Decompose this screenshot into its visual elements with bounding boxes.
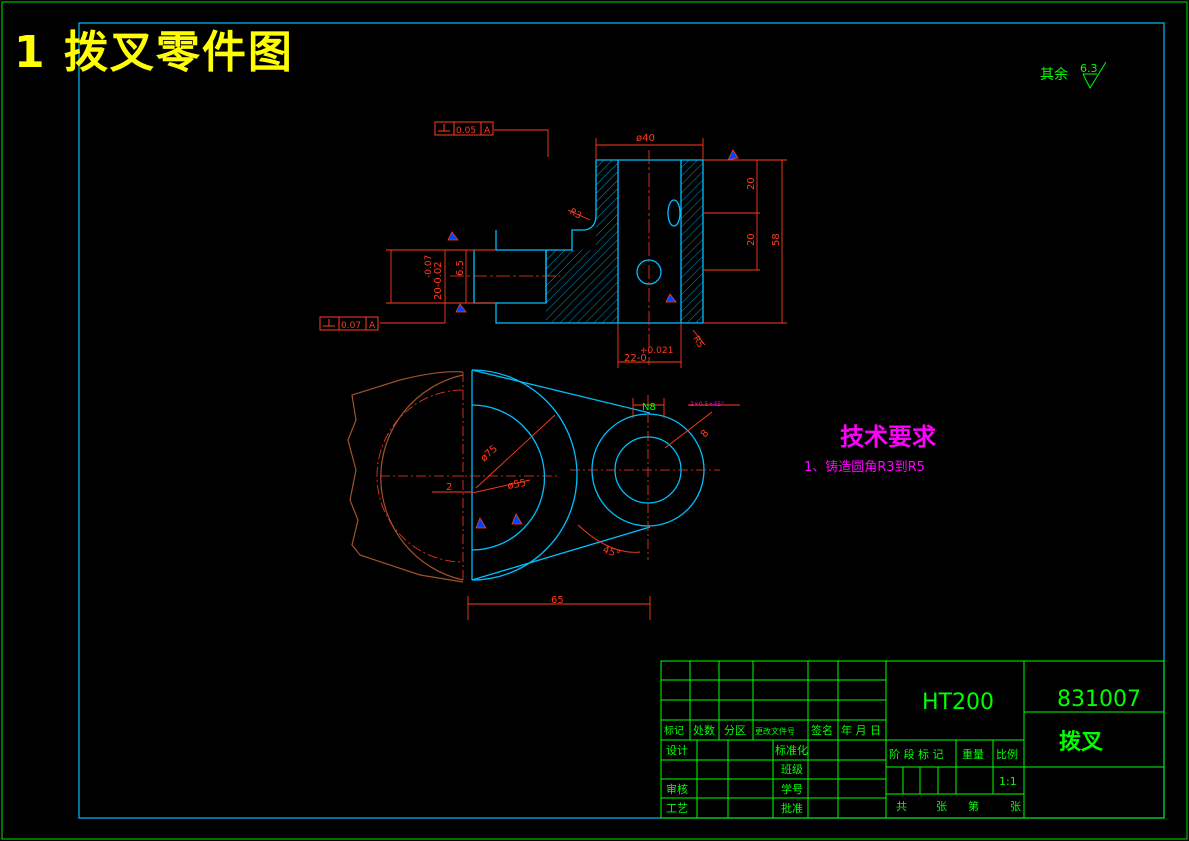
tech-req-item-1: 1、铸造圆角R3到R5 (804, 459, 925, 475)
hatched-wall-right (681, 160, 703, 323)
break-outline (347, 371, 464, 583)
svg-text:共: 共 (896, 800, 907, 813)
svg-text:学号: 学号 (781, 782, 803, 796)
hatched-wall-left (596, 160, 618, 323)
svg-text:比例: 比例 (996, 747, 1018, 761)
svg-text:22-0: 22-0 (624, 353, 647, 364)
svg-text:设计: 设计 (666, 744, 688, 757)
svg-text:张: 张 (1010, 800, 1021, 813)
tolerance-frame-lower: 0.07 A (319, 316, 379, 331)
svg-text:标准化: 标准化 (775, 743, 808, 757)
technical-requirements: 技术要求 1、铸造圆角R3到R5 (804, 423, 936, 475)
title-block (660, 660, 1165, 819)
svg-text:张: 张 (936, 800, 947, 813)
svg-text:A: A (369, 321, 376, 331)
top-view: ø75 ø55 2 65 N8 8 45° 2×0.5×45° (347, 369, 740, 620)
phi55-label: ø55 (507, 478, 527, 492)
section-view (450, 150, 704, 365)
svg-text:批准: 批准 (781, 801, 803, 815)
svg-text:0.07: 0.07 (341, 321, 361, 331)
svg-text:1:1: 1:1 (999, 775, 1017, 788)
n8-label: N8 (642, 402, 656, 413)
angle-label: 45° (601, 544, 621, 560)
surface-roughness-note: 其余 6.3 (1040, 61, 1107, 90)
svg-text:班级: 班级 (781, 763, 803, 776)
svg-text:重量: 重量 (962, 747, 984, 761)
title-block-text: HT200 831007 拨叉 标记 处数 分区 更改文件号 签名 年 月 日 … (664, 687, 1141, 815)
svg-text:第: 第 (968, 799, 979, 813)
svg-text:20-0.02: 20-0.02 (433, 261, 444, 300)
svg-text:+0.021: +0.021 (640, 346, 673, 356)
svg-text:R5: R5 (690, 335, 705, 350)
svg-text:年 月 日: 年 月 日 (841, 723, 881, 737)
svg-text:A: A (484, 126, 491, 136)
svg-text:其余: 其余 (1040, 66, 1068, 83)
inner-border (78, 22, 1165, 819)
svg-text:58: 58 (771, 233, 782, 246)
svg-text:6.5: 6.5 (455, 260, 466, 276)
phi75-label: ø75 (479, 443, 500, 464)
material: HT200 (922, 690, 994, 715)
front-dimension-labels: ø40 20 20 58 6.5 20-0.02 -0.07 R3 R5 22-… (424, 133, 782, 364)
svg-text:签名: 签名 (811, 723, 833, 737)
hatched-arm (546, 250, 596, 323)
svg-text:ø40: ø40 (636, 133, 655, 144)
front-dimensions (380, 129, 787, 368)
svg-text:6.3: 6.3 (1080, 62, 1098, 75)
svg-text:处数: 处数 (693, 724, 715, 737)
d65-label: 65 (551, 595, 564, 606)
roughness-marks (447, 149, 739, 529)
svg-text:标记: 标记 (664, 725, 684, 737)
d2-label: 2 (446, 482, 452, 493)
svg-text:更改文件号: 更改文件号 (755, 726, 795, 736)
tech-req-heading: 技术要求 (840, 423, 936, 451)
r8-label: 8 (699, 428, 712, 440)
svg-text:R3: R3 (568, 207, 583, 222)
page-title: 1 拨叉零件图 (14, 27, 294, 78)
svg-text:20: 20 (746, 233, 757, 246)
svg-text:审核: 审核 (666, 782, 688, 796)
svg-text:20: 20 (746, 177, 757, 190)
part-name: 拨叉 (1059, 730, 1103, 755)
svg-text:分区: 分区 (724, 724, 746, 737)
svg-text:-0.07: -0.07 (424, 255, 434, 278)
chamfer-label: 2×0.5×45° (690, 401, 724, 408)
svg-text:0.05: 0.05 (456, 126, 476, 136)
tolerance-frame-upper: 0.05 A (434, 121, 494, 136)
svg-text:工艺: 工艺 (666, 802, 688, 815)
drawing-number: 831007 (1057, 687, 1141, 712)
svg-text:阶 段 标 记: 阶 段 标 记 (889, 747, 944, 761)
